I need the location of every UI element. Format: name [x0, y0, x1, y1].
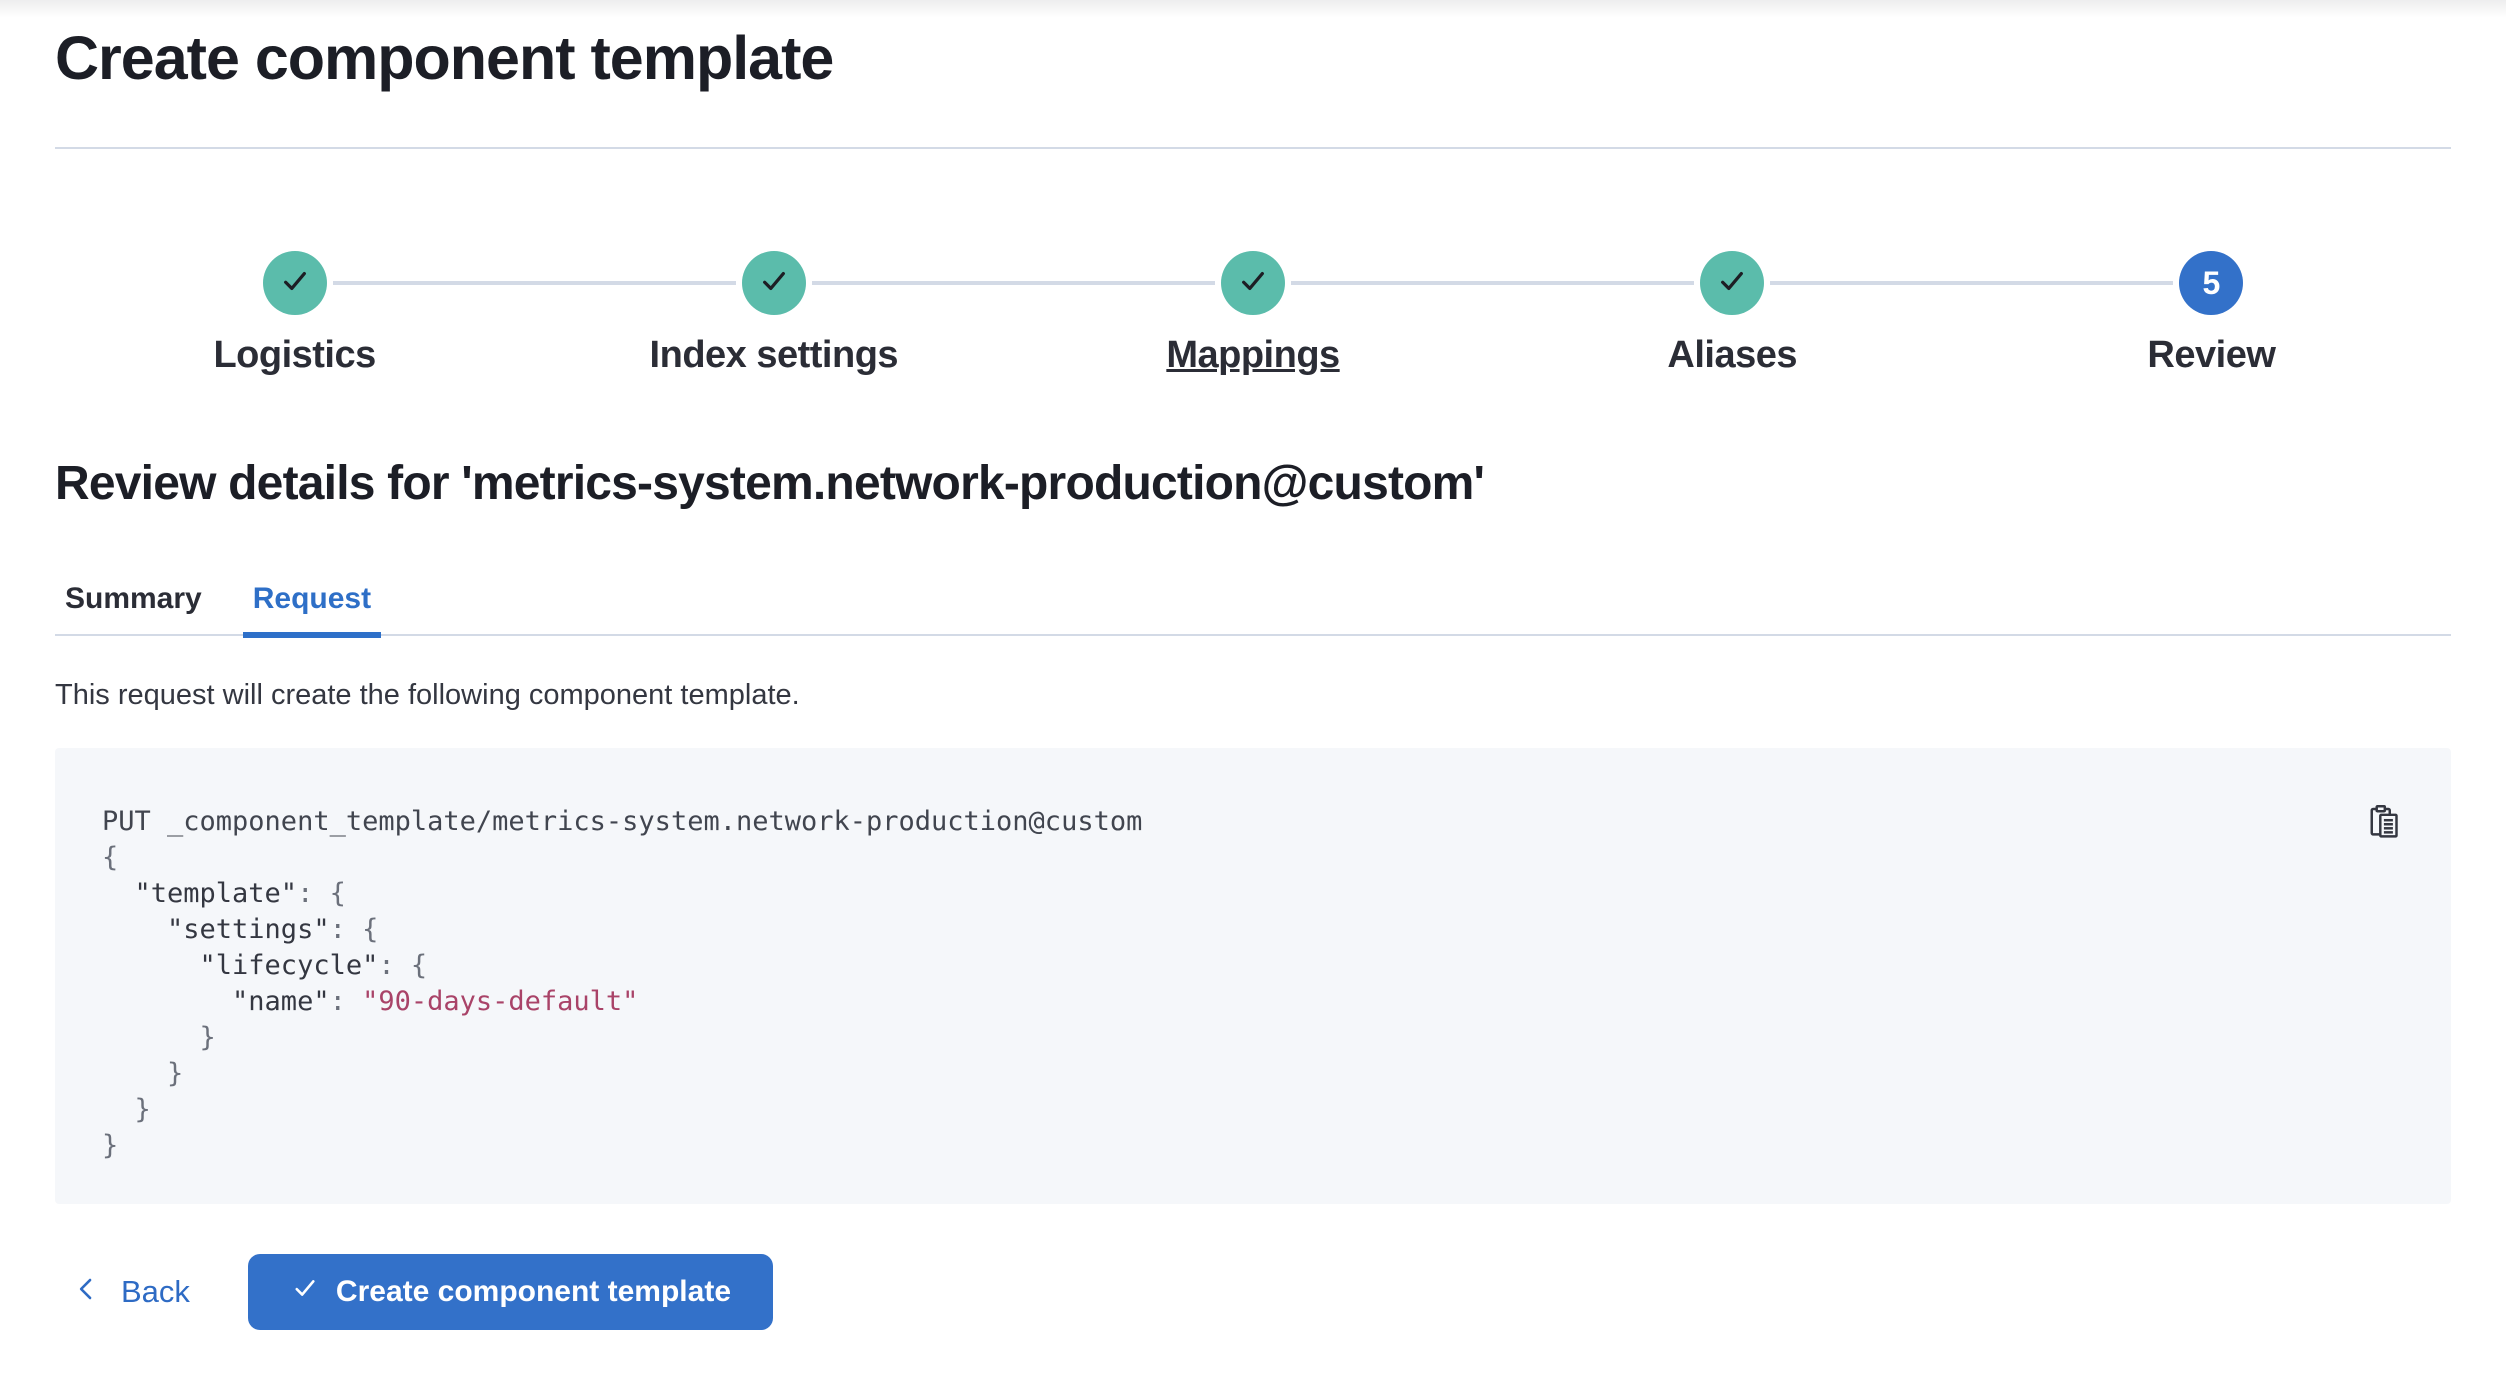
review-tabs: Summary Request [55, 574, 2451, 639]
step-connector [1291, 281, 1493, 286]
code-line: "template": { [102, 878, 346, 910]
step-aliases[interactable]: Aliases [1492, 251, 1972, 379]
code-line: "lifecycle": { [102, 950, 428, 982]
check-icon [278, 264, 312, 303]
code-line: } [102, 1058, 184, 1090]
step-mappings[interactable]: Mappings [1013, 251, 1493, 379]
code-line: "name": "90-days-default" [102, 986, 639, 1018]
code-line: } [102, 1130, 119, 1162]
request-description: This request will create the following c… [55, 679, 800, 712]
step-connector [1770, 281, 1972, 286]
create-component-template-page: Create component template Logistics Inde… [55, 24, 2451, 1331]
step-complete-circle [1700, 251, 1765, 316]
check-icon [290, 1273, 320, 1311]
step-label: Logistics [213, 334, 376, 377]
step-logistics[interactable]: Logistics [55, 251, 535, 379]
step-label: Mappings [1166, 334, 1340, 377]
step-connector [1492, 281, 1695, 286]
request-code-block: PUT _component_template/metrics-system.n… [55, 748, 2451, 1205]
tab-request[interactable]: Request [242, 574, 382, 639]
back-button[interactable]: Back [55, 1254, 200, 1330]
create-button-label: Create component template [335, 1275, 732, 1309]
step-label: Review [2147, 334, 2276, 377]
back-button-label: Back [121, 1274, 190, 1310]
check-icon [1715, 264, 1749, 303]
code-line: "settings": { [102, 914, 379, 946]
copy-clipboard-icon [2365, 805, 2401, 843]
step-complete-circle [1221, 251, 1285, 316]
step-connector [1971, 281, 2174, 286]
copy-to-clipboard-button[interactable] [2365, 804, 2401, 840]
step-index-settings[interactable]: Index settings [534, 251, 1014, 379]
step-connector [1013, 281, 1216, 286]
review-heading: Review details for 'metrics-system.netwo… [55, 456, 1485, 510]
footer-actions: Back Create component template [55, 1254, 2451, 1331]
tab-summary[interactable]: Summary [65, 582, 202, 616]
step-connector [534, 281, 736, 286]
code-line: PUT _component_template/metrics-system.n… [102, 806, 1143, 838]
step-connector [332, 281, 535, 286]
step-label: Index settings [649, 334, 899, 377]
code-line: } [102, 1094, 151, 1126]
code-line: { [102, 842, 119, 874]
chevron-left-icon [73, 1274, 99, 1310]
step-review: 5 Review [1971, 251, 2451, 379]
step-complete-circle [262, 251, 327, 316]
title-divider [55, 147, 2451, 150]
step-current-circle: 5 [2179, 251, 2244, 316]
step-connector [811, 281, 1014, 286]
check-icon [1236, 264, 1270, 303]
step-label: Aliases [1667, 334, 1797, 377]
page-title: Create component template [55, 24, 834, 92]
step-complete-circle [741, 251, 806, 316]
code-line: } [102, 1022, 216, 1054]
step-number: 5 [2202, 264, 2221, 301]
create-component-template-button[interactable]: Create component template [247, 1254, 774, 1331]
window-top-edge [0, 0, 2506, 18]
check-icon [757, 264, 791, 303]
step-indicator: Logistics Index settings Mappings Alia [55, 251, 2451, 379]
